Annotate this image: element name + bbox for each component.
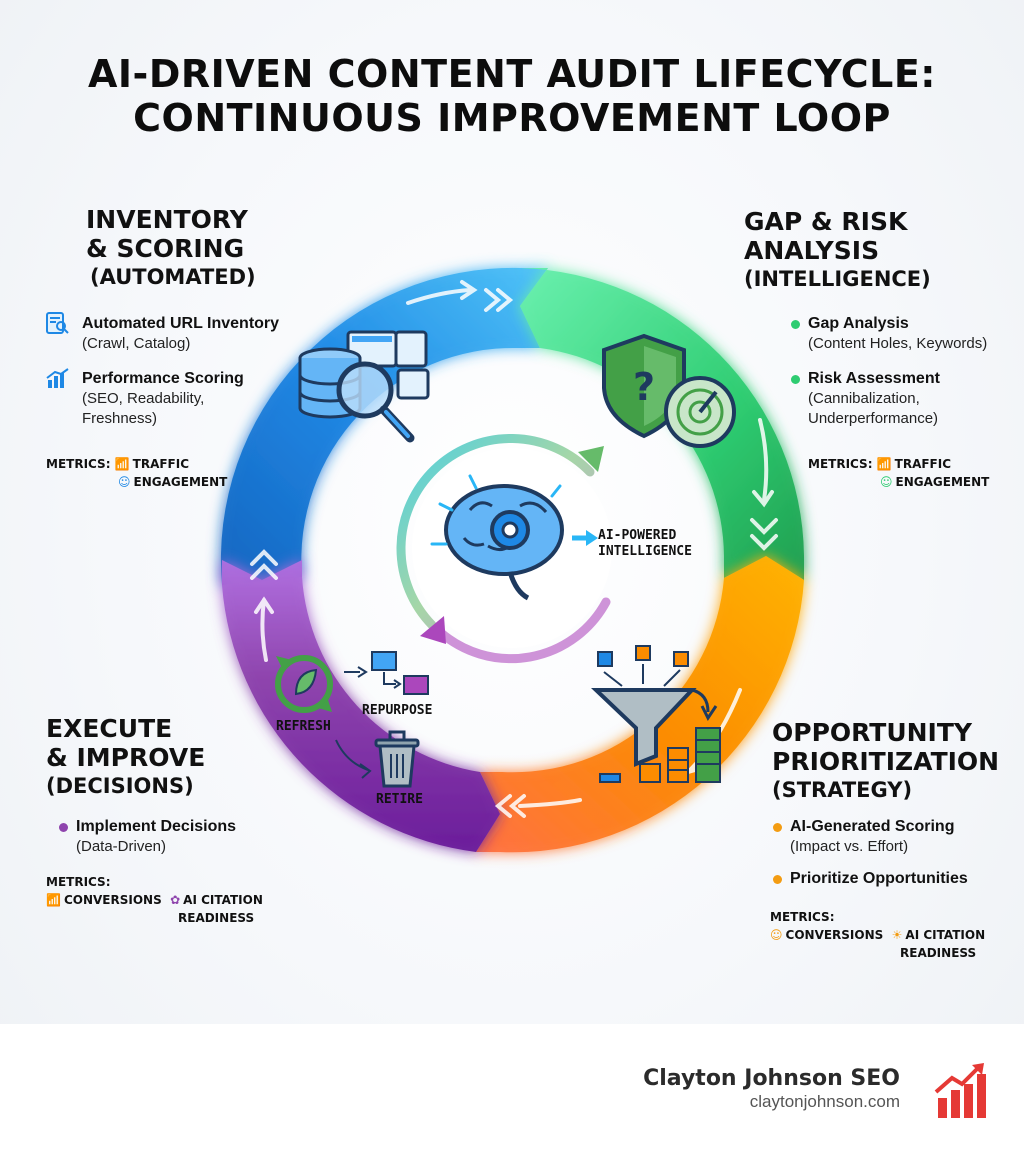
retire-label: RETIRE <box>376 792 423 807</box>
conversions-icon: ☺ <box>770 928 783 942</box>
bullet-dot <box>773 875 782 884</box>
opportunity-metric-conversions: CONVERSIONS <box>785 928 884 942</box>
gap-heading-3: (INTELLIGENCE) <box>744 267 931 291</box>
bullet-dot <box>773 823 782 832</box>
funnel-bars-icon <box>590 645 721 783</box>
gap-item-analysis-title: Gap Analysis <box>808 315 909 332</box>
database-search-icon <box>298 330 430 443</box>
execute-heading-3: (DECISIONS) <box>46 774 194 798</box>
gap-item-risk-desc-1: (Cannibalization, <box>808 390 920 407</box>
inventory-heading-2: & SCORING <box>86 234 245 263</box>
chart-icon: 📶 <box>46 893 61 907</box>
center-label-line-2: INTELLIGENCE <box>598 544 692 559</box>
lifecycle-diagram: ? <box>220 267 804 853</box>
opportunity-item-prioritize-title: Prioritize Opportunities <box>790 870 968 887</box>
gap-metrics: METRICS: 📶TRAFFIC ☺ENGAGEMENT <box>808 455 989 491</box>
inventory-item-url-title: Automated URL Inventory <box>82 315 280 332</box>
refresh-icon <box>275 655 333 713</box>
gap-item-risk-title: Risk Assessment <box>808 370 940 387</box>
brand-url: claytonjohnson.com <box>749 1092 900 1111</box>
inventory-item-url-desc: (Crawl, Catalog) <box>82 335 191 352</box>
bar-chart-trend-icon <box>934 1063 986 1118</box>
execute-heading-2: & IMPROVE <box>46 743 206 772</box>
gap-heading-1: GAP & RISK <box>744 207 908 236</box>
inventory-metrics-label: METRICS: <box>46 457 111 471</box>
bullet-dot <box>791 320 800 329</box>
repurpose-label: REPURPOSE <box>362 703 433 718</box>
inventory-item-url: Automated URL Inventory (Crawl, Catalog) <box>82 314 279 354</box>
repurpose-icon <box>344 651 429 695</box>
inventory-metric-traffic: TRAFFIC <box>132 457 190 471</box>
segment-opportunity <box>476 556 804 853</box>
opportunity-metrics-label: METRICS: <box>770 910 835 924</box>
chart-icon: 📶 <box>876 457 892 471</box>
execute-metric-conversions: CONVERSIONS <box>63 893 162 907</box>
opportunity-metric-readiness: READINESS <box>900 946 977 960</box>
inventory-heading-1: INVENTORY <box>86 205 248 234</box>
search-document-icon <box>46 312 70 334</box>
gap-metric-traffic: TRAFFIC <box>894 457 952 471</box>
brain-gear-icon <box>430 474 598 601</box>
opportunity-item-scoring: AI-Generated Scoring (Impact vs. Effort) <box>773 817 955 857</box>
inventory-item-scoring-desc-1: (SEO, Readability, <box>82 390 205 407</box>
opportunity-item-scoring-title: AI-Generated Scoring <box>790 818 955 835</box>
execute-item-implement: Implement Decisions (Data-Driven) <box>59 817 237 857</box>
gap-item-risk-desc-2: Underperformance) <box>808 410 939 427</box>
opportunity-heading-3: (STRATEGY) <box>772 778 913 802</box>
opportunity-heading-1: OPPORTUNITY <box>772 718 973 747</box>
inventory-item-scoring-title: Performance Scoring <box>82 370 244 387</box>
gap-metrics-label: METRICS: <box>808 457 873 471</box>
engagement-icon: ☺ <box>880 475 893 489</box>
title-line-1: AI-DRIVEN CONTENT AUDIT LIFECYCLE: <box>88 52 936 96</box>
inventory-metric-engagement: ENGAGEMENT <box>133 475 228 489</box>
execute-metric-readiness: READINESS <box>178 911 255 925</box>
title-line-2: CONTINUOUS IMPROVEMENT LOOP <box>133 96 891 140</box>
segment-gap <box>520 268 804 580</box>
engagement-icon: ☺ <box>118 475 131 489</box>
gap-item-analysis: Gap Analysis (Content Holes, Keywords) <box>791 314 988 354</box>
inventory-heading: INVENTORY & SCORING (AUTOMATED) <box>86 205 256 292</box>
gap-item-risk: Risk Assessment (Cannibalization, Underp… <box>791 369 940 429</box>
gap-heading: GAP & RISK ANALYSIS (INTELLIGENCE) <box>744 207 931 294</box>
execute-metric-citation: AI CITATION <box>183 893 263 907</box>
inventory-item-scoring: Performance Scoring (SEO, Readability, F… <box>82 369 244 429</box>
center-label: AI-POWERED INTELLIGENCE <box>598 528 692 560</box>
execute-heading: EXECUTE & IMPROVE (DECISIONS) <box>46 714 205 801</box>
trend-chart-icon <box>46 368 70 390</box>
gap-item-analysis-desc: (Content Holes, Keywords) <box>808 335 988 352</box>
inventory-heading-3: (AUTOMATED) <box>90 265 256 289</box>
execute-heading-1: EXECUTE <box>46 714 173 743</box>
ai-chip-icon: ✿ <box>170 893 181 907</box>
bullet-dot <box>791 375 800 384</box>
segment-execute <box>222 560 500 852</box>
shield-radar-icon: ? <box>602 333 736 448</box>
chart-icon: 📶 <box>114 457 130 471</box>
opportunity-item-prioritize: Prioritize Opportunities <box>773 869 968 889</box>
svg-text:?: ? <box>633 365 655 409</box>
bullet-dot <box>59 823 68 832</box>
execute-metrics: METRICS: 📶CONVERSIONS ✿AI CITATION READI… <box>46 873 263 927</box>
brand-name: Clayton Johnson SEO <box>643 1066 900 1091</box>
opportunity-metrics: METRICS: ☺CONVERSIONS ☀AI CITATION READI… <box>770 908 985 962</box>
execute-item-implement-desc: (Data-Driven) <box>76 838 167 855</box>
execute-item-implement-title: Implement Decisions <box>76 818 237 835</box>
gap-metric-engagement: ENGAGEMENT <box>895 475 990 489</box>
page-title: AI-DRIVEN CONTENT AUDIT LIFECYCLE: CONTI… <box>0 52 1024 140</box>
execute-metrics-label: METRICS: <box>46 875 111 889</box>
footer: Clayton Johnson SEO claytonjohnson.com <box>0 1024 1024 1154</box>
gap-heading-2: ANALYSIS <box>744 236 880 265</box>
retire-icon <box>335 730 420 788</box>
opportunity-heading-2: PRIORITIZATION <box>772 747 1000 776</box>
refresh-label: REFRESH <box>276 719 331 734</box>
opportunity-item-scoring-desc: (Impact vs. Effort) <box>790 838 909 855</box>
center-label-line-1: AI-POWERED <box>598 528 677 543</box>
inventory-item-scoring-desc-2: Freshness) <box>82 410 158 427</box>
opportunity-metric-citation: AI CITATION <box>905 928 986 942</box>
opportunity-heading: OPPORTUNITY PRIORITIZATION (STRATEGY) <box>772 718 999 805</box>
inventory-metrics: METRICS: 📶TRAFFIC ☺ENGAGEMENT <box>46 455 227 491</box>
lightbulb-icon: ☀ <box>891 928 903 942</box>
segment-inventory <box>220 267 548 585</box>
